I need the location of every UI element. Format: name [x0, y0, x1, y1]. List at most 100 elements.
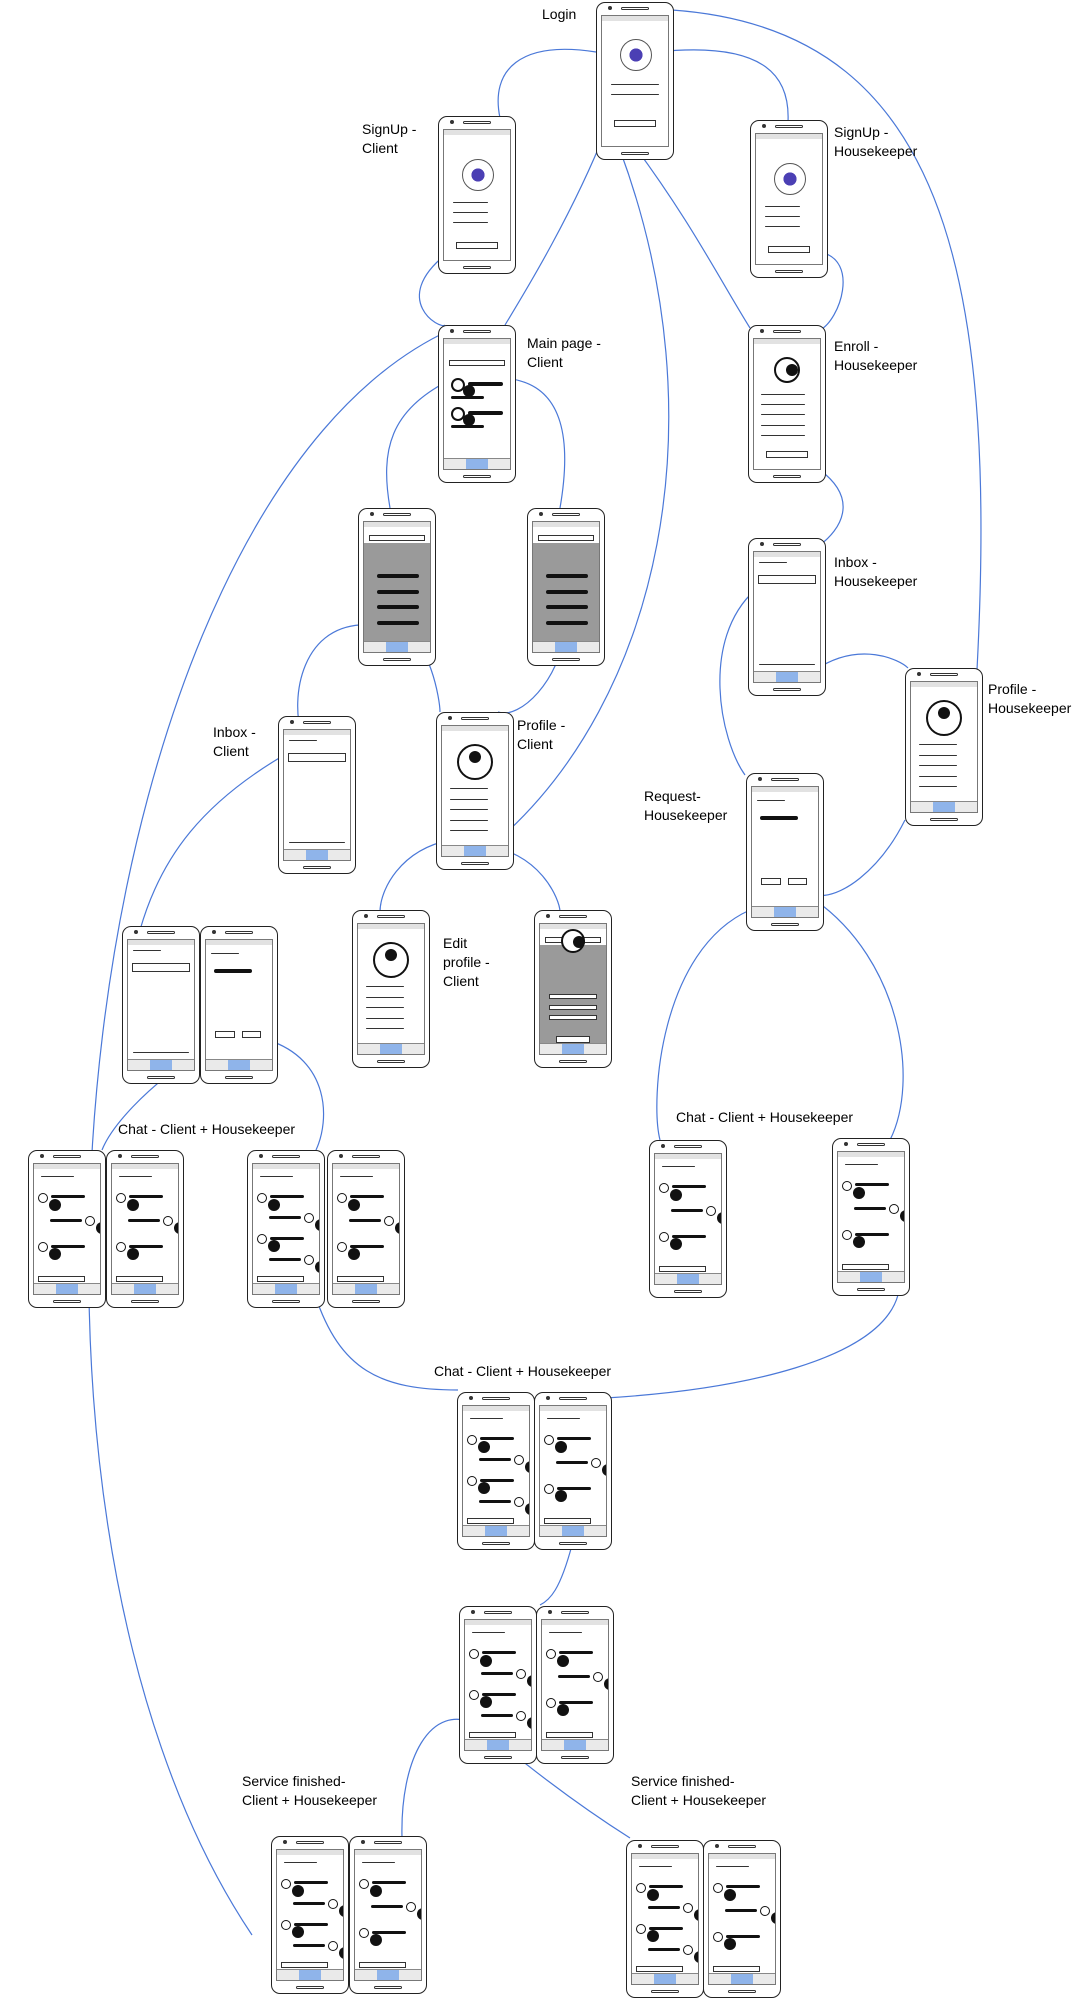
phone-home-button[interactable]: [377, 1060, 405, 1063]
nav-active-tab[interactable]: [465, 458, 489, 469]
enroll-field[interactable]: [760, 424, 806, 426]
phone-home-button[interactable]: [461, 862, 489, 865]
phone-home-button[interactable]: [296, 1986, 324, 1989]
message-input[interactable]: [256, 1275, 305, 1282]
nav-active-tab[interactable]: [385, 641, 409, 652]
message-input[interactable]: [635, 1965, 684, 1972]
signup-field[interactable]: [453, 211, 488, 213]
nav-active-tab[interactable]: [859, 1271, 883, 1282]
nav-active-tab[interactable]: [463, 845, 487, 856]
phone-home-button[interactable]: [463, 266, 491, 269]
inbox-item[interactable]: [287, 753, 347, 763]
filter-select[interactable]: [369, 535, 425, 541]
signup-field[interactable]: [765, 205, 800, 207]
phone-home-button[interactable]: [303, 866, 331, 869]
phone-home-button[interactable]: [561, 1756, 589, 1759]
message-input[interactable]: [466, 1517, 515, 1524]
password-field[interactable]: [611, 94, 659, 95]
phone-home-button[interactable]: [352, 1300, 380, 1303]
decline-button[interactable]: [787, 878, 808, 885]
phone-home-button[interactable]: [374, 1986, 402, 1989]
phone-home-button[interactable]: [552, 658, 580, 661]
signup-field[interactable]: [765, 226, 800, 228]
nav-active-tab[interactable]: [133, 1283, 157, 1294]
phone-home-button[interactable]: [728, 1990, 756, 1993]
nav-active-tab[interactable]: [227, 1059, 251, 1070]
message-input[interactable]: [37, 1275, 86, 1282]
nav-active-tab[interactable]: [561, 1043, 585, 1054]
message-input[interactable]: [280, 1961, 329, 1968]
nav-active-tab[interactable]: [653, 1973, 677, 1984]
login-button[interactable]: [613, 120, 657, 127]
inbox-item[interactable]: [131, 963, 191, 973]
enroll-field[interactable]: [760, 404, 806, 405]
enroll-button[interactable]: [765, 450, 809, 458]
edit-field[interactable]: [549, 1015, 597, 1020]
nav-active-tab[interactable]: [298, 1969, 322, 1980]
enroll-field[interactable]: [760, 393, 806, 395]
nav-active-tab[interactable]: [149, 1059, 173, 1070]
message-input[interactable]: [543, 1517, 592, 1524]
enroll-field[interactable]: [760, 414, 806, 416]
signup-field[interactable]: [453, 222, 488, 224]
phone-home-button[interactable]: [225, 1076, 253, 1079]
message-input[interactable]: [658, 1265, 707, 1272]
message-input[interactable]: [336, 1275, 385, 1282]
nav-active-tab[interactable]: [561, 1525, 585, 1536]
edit-field[interactable]: [549, 994, 597, 1000]
signup-button[interactable]: [455, 241, 499, 249]
nav-active-tab[interactable]: [563, 1739, 587, 1750]
nav-active-tab[interactable]: [379, 1043, 403, 1054]
phone-home-button[interactable]: [272, 1300, 300, 1303]
phone-home-button[interactable]: [773, 688, 801, 691]
phone-home-button[interactable]: [131, 1300, 159, 1303]
signup-field[interactable]: [453, 201, 488, 203]
enroll-field[interactable]: [760, 435, 806, 437]
nav-active-tab[interactable]: [775, 671, 799, 682]
message-input[interactable]: [468, 1731, 517, 1738]
save-button[interactable]: [555, 1035, 591, 1043]
phone-home-button[interactable]: [53, 1300, 81, 1303]
phone-home-button[interactable]: [674, 1290, 702, 1293]
phone-home-button[interactable]: [651, 1990, 679, 1993]
phone-home-button[interactable]: [559, 1060, 587, 1063]
phone-home-button[interactable]: [463, 475, 491, 478]
edit-field[interactable]: [549, 1004, 597, 1010]
nav-active-tab[interactable]: [274, 1283, 298, 1294]
nav-active-tab[interactable]: [486, 1739, 510, 1750]
phone-home-button[interactable]: [621, 152, 649, 155]
inbox-item[interactable]: [757, 575, 817, 585]
message-input[interactable]: [841, 1263, 890, 1270]
email-field[interactable]: [611, 83, 659, 85]
nav-active-tab[interactable]: [376, 1969, 400, 1980]
phone-home-button[interactable]: [482, 1542, 510, 1545]
nav-active-tab[interactable]: [730, 1973, 754, 1984]
search-bar[interactable]: [449, 359, 505, 366]
nav-active-tab[interactable]: [305, 849, 329, 860]
phone-home-button[interactable]: [484, 1756, 512, 1759]
decline-button[interactable]: [241, 1031, 262, 1038]
message-input[interactable]: [712, 1965, 761, 1972]
phone-home-button[interactable]: [857, 1288, 885, 1291]
nav-active-tab[interactable]: [773, 906, 797, 917]
message-input[interactable]: [358, 1961, 407, 1968]
message-input[interactable]: [115, 1275, 164, 1282]
nav-active-tab[interactable]: [932, 801, 956, 812]
nav-active-tab[interactable]: [354, 1283, 378, 1294]
accept-button[interactable]: [761, 878, 782, 885]
nav-active-tab[interactable]: [484, 1525, 508, 1536]
phone-home-button[interactable]: [773, 475, 801, 478]
phone-home-button[interactable]: [930, 818, 958, 821]
signup-field[interactable]: [765, 215, 800, 217]
nav-active-tab[interactable]: [55, 1283, 79, 1294]
message-input[interactable]: [545, 1731, 594, 1738]
nav-active-tab[interactable]: [554, 641, 578, 652]
phone-home-button[interactable]: [383, 658, 411, 661]
phone-home-button[interactable]: [775, 270, 803, 273]
phone-home-button[interactable]: [771, 923, 799, 926]
accept-button[interactable]: [215, 1031, 236, 1038]
phone-home-button[interactable]: [147, 1076, 175, 1079]
nav-active-tab[interactable]: [676, 1273, 700, 1284]
phone-home-button[interactable]: [559, 1542, 587, 1545]
signup-button[interactable]: [767, 245, 811, 253]
